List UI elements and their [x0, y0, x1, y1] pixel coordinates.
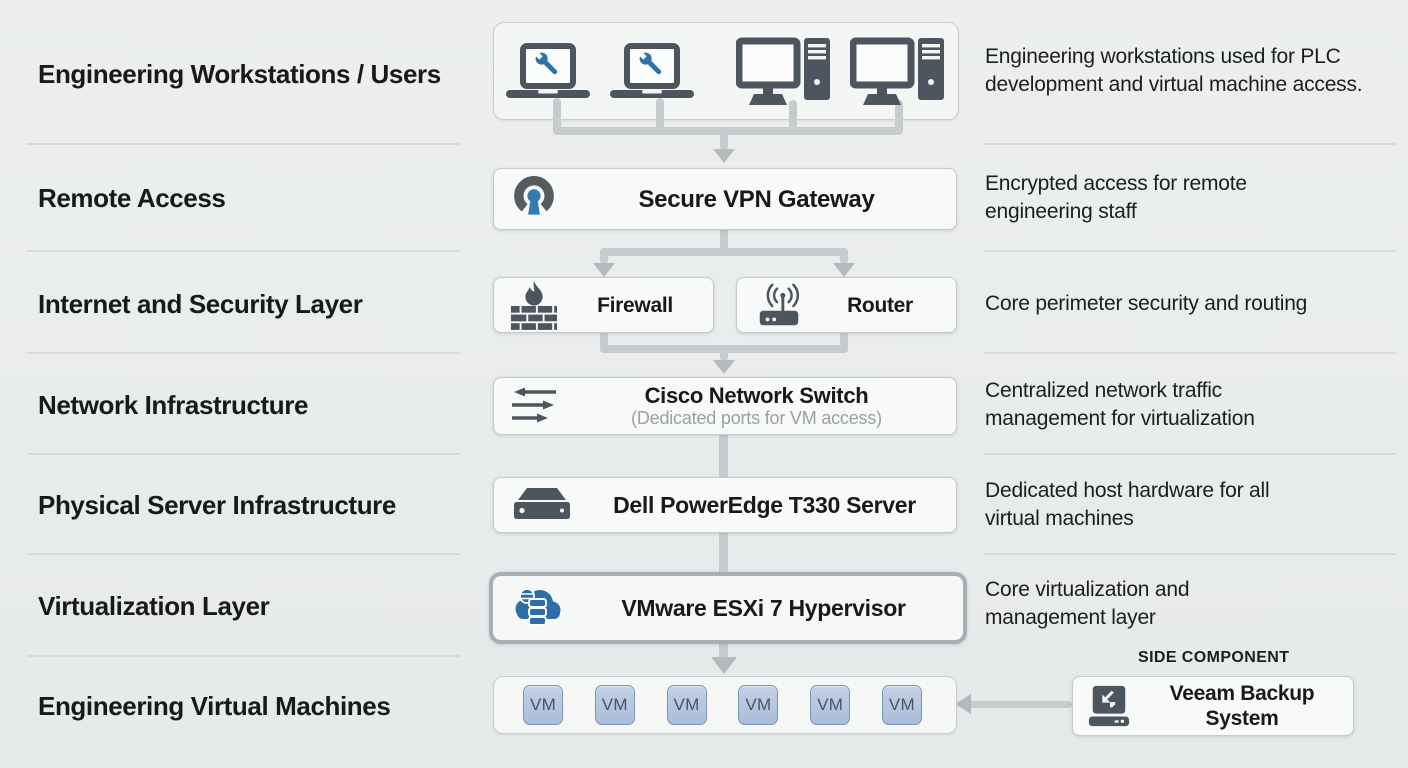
description-network-infra: Centralized network traffic management f… — [985, 379, 1255, 430]
vm-chip: VM — [738, 685, 779, 725]
connector — [895, 100, 903, 134]
divider — [984, 143, 1396, 145]
desktop-icon — [736, 37, 830, 105]
vm-chip: VM — [810, 685, 851, 725]
layer-label-network-infra: Network Infrastructure — [38, 390, 309, 420]
backup-node: Veeam Backup System — [1072, 676, 1354, 736]
network-switch-title: Cisco Network Switch — [644, 383, 869, 408]
arrow-left-icon — [955, 694, 971, 714]
connector — [553, 127, 903, 135]
connector — [968, 701, 1072, 708]
vm-chip: VM — [666, 685, 707, 725]
network-switch-subtitle: (Dedicated ports for VM access) — [631, 408, 882, 428]
description-remote-access: Encrypted access for remote engineering … — [985, 172, 1247, 223]
router-node: Router — [736, 277, 957, 333]
physical-server-title: Dell PowerEdge T330 Server — [613, 491, 916, 518]
vm-chip: VM — [881, 685, 922, 725]
divider — [984, 553, 1396, 555]
connector — [719, 431, 728, 477]
connector — [720, 228, 728, 253]
connector — [656, 98, 664, 134]
workstation-icons — [493, 22, 957, 118]
connector — [720, 348, 728, 361]
arrow-down-icon — [593, 263, 615, 277]
cloud-virtualization-icon — [510, 583, 564, 633]
divider — [27, 655, 460, 657]
firewall-node: Firewall — [493, 277, 714, 333]
side-component-label: SIDE COMPONENT — [1138, 649, 1290, 666]
arrow-down-icon — [713, 149, 735, 163]
layer-label-internet-security: Internet and Security Layer — [38, 289, 363, 319]
layer-label-virtual-machines: Engineering Virtual Machines — [38, 691, 391, 721]
layer-label-physical-server: Physical Server Infrastructure — [38, 490, 396, 520]
hypervisor-title: VMware ESXi 7 Hypervisor — [621, 594, 906, 621]
description-internet-security: Core perimeter security and routing — [985, 292, 1308, 315]
laptop-icon — [506, 43, 590, 98]
description-workstations: Engineering workstations used for PLC de… — [985, 45, 1363, 96]
router-title: Router — [847, 293, 913, 317]
vm-group-box: VM VM VM VM VM VM — [493, 676, 957, 734]
router-icon — [754, 280, 804, 330]
connector — [600, 248, 848, 256]
vm-chip: VM — [594, 685, 635, 725]
firewall-title: Firewall — [597, 293, 673, 317]
connector — [720, 127, 728, 150]
connector — [600, 331, 608, 353]
divider — [984, 352, 1396, 354]
backup-title: Veeam Backup System — [1169, 682, 1315, 730]
connector — [840, 331, 848, 353]
arrow-down-icon — [711, 657, 737, 674]
divider — [984, 250, 1396, 252]
description-physical-server: Dedicated host hardware for all virtual … — [985, 479, 1270, 530]
network-switch-text: Cisco Network Switch (Dedicated ports fo… — [557, 383, 956, 429]
switch-arrows-icon — [511, 386, 557, 426]
layer-label-virtualization: Virtualization Layer — [38, 591, 270, 621]
layer-label-workstations: Engineering Workstations / Users — [38, 59, 441, 89]
connector — [719, 530, 728, 574]
vm-chip: VM — [523, 685, 563, 725]
connector — [789, 100, 797, 134]
hypervisor-node: VMware ESXi 7 Hypervisor — [489, 572, 967, 644]
divider — [27, 553, 460, 555]
laptop-icon — [610, 43, 694, 98]
connector — [553, 98, 561, 134]
connector — [840, 248, 848, 264]
vpn-gateway-node: Secure VPN Gateway — [493, 168, 957, 230]
arrow-down-icon — [713, 360, 735, 374]
backup-icon — [1087, 683, 1131, 729]
arrow-down-icon — [833, 263, 855, 277]
network-switch-node: Cisco Network Switch (Dedicated ports fo… — [493, 377, 957, 435]
divider — [27, 250, 460, 252]
divider — [27, 143, 460, 145]
desktop-icon — [850, 37, 944, 105]
description-virtualization: Core virtualization and management layer — [985, 578, 1190, 629]
openvpn-icon — [511, 176, 557, 222]
connector — [719, 636, 728, 658]
connector — [600, 248, 608, 264]
server-icon — [511, 483, 573, 527]
divider — [27, 453, 460, 455]
vpn-gateway-title: Secure VPN Gateway — [638, 185, 875, 213]
divider — [27, 352, 460, 354]
layer-label-remote-access: Remote Access — [38, 183, 226, 213]
firewall-icon — [511, 280, 557, 330]
physical-server-node: Dell PowerEdge T330 Server — [493, 477, 957, 533]
divider — [984, 453, 1396, 455]
